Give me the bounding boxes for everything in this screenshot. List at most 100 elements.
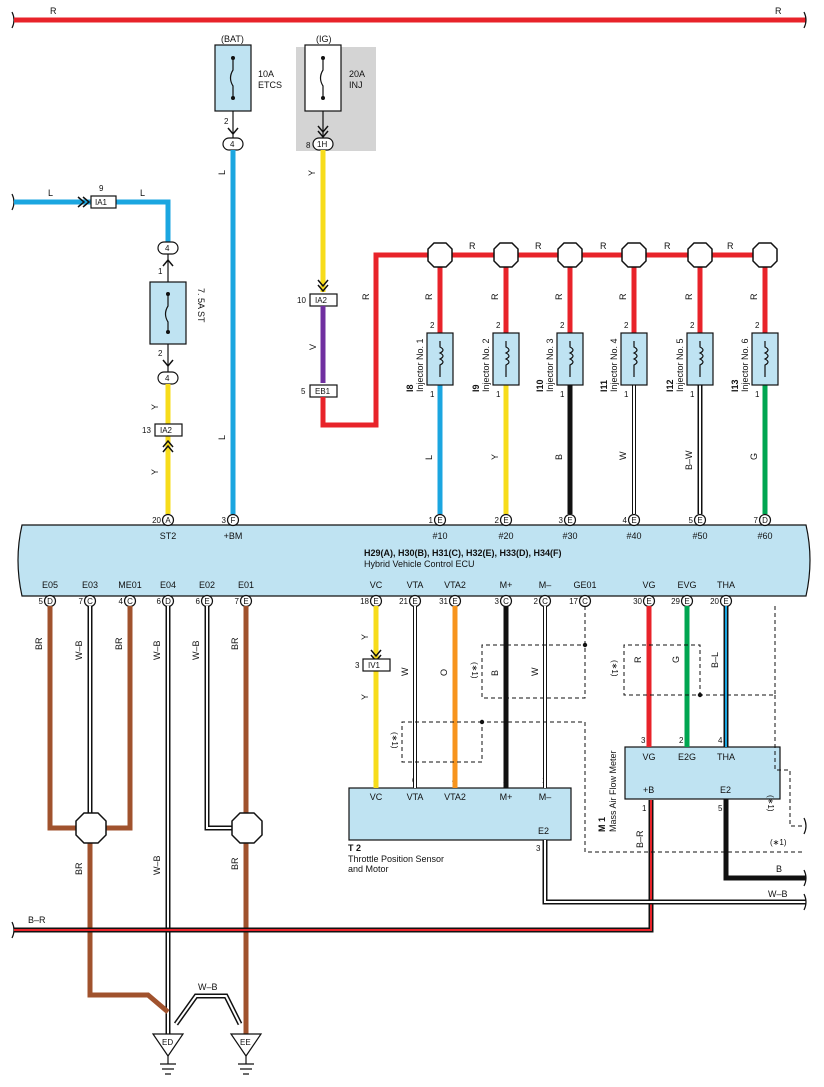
- top-bus-wire: [11, 11, 15, 29]
- ecu-terminal-label: GE01: [573, 580, 596, 590]
- pin-number: 6: [196, 597, 201, 606]
- connector-label: 1H: [317, 140, 327, 149]
- fuse-symbol: [319, 58, 324, 98]
- ground-icon: [238, 1056, 254, 1075]
- shield-line: [774, 695, 805, 827]
- pin-number: 1: [624, 390, 629, 399]
- connector-letter: E: [437, 516, 442, 525]
- throttle-name: and Motor: [348, 864, 389, 874]
- wire-color-label: B: [490, 670, 500, 676]
- wire-color-label: L: [424, 455, 434, 460]
- pin-number: 21: [399, 597, 408, 606]
- connector-pin: [627, 513, 641, 527]
- throttle-terminal-label: M–: [539, 792, 552, 802]
- pin-number: 4: [119, 597, 124, 606]
- me01-wire: [103, 606, 133, 831]
- ecu-terminal-label: M+: [500, 580, 513, 590]
- ecu-terminal-label: EVG: [677, 580, 696, 590]
- pin-number: 2: [496, 321, 501, 330]
- arrow-icon: [162, 359, 174, 368]
- shield-label: (∗1): [766, 795, 775, 812]
- ecu-terminal-label: VTA: [407, 580, 424, 590]
- wire-color-label: R: [749, 293, 759, 300]
- pin-number: 3: [222, 516, 227, 525]
- pin-number: 9: [99, 184, 104, 193]
- fuse-symbol: [164, 294, 169, 332]
- shield-line: [401, 721, 805, 853]
- throttle-terminal-label: VTA2: [444, 792, 466, 802]
- connector-letter: E: [452, 597, 457, 606]
- ecu-terminal-label: THA: [717, 580, 735, 590]
- ground-icon: [160, 1056, 176, 1075]
- ecu-title: H29(A), H30(B), H31(C), H32(E), H33(D), …: [364, 548, 562, 558]
- wire-color-label: B–R: [28, 915, 46, 925]
- connector-letter: D: [165, 597, 171, 606]
- ground-label: EE: [240, 1038, 251, 1047]
- pin-number: 2: [495, 516, 500, 525]
- connector-letter: E: [684, 597, 689, 606]
- pin-number: 6: [157, 597, 162, 606]
- pin-number: 2: [624, 321, 629, 330]
- pin-number: 2: [534, 597, 539, 606]
- pin-number: 13: [142, 426, 151, 435]
- ecu-terminal-label: E02: [199, 580, 215, 590]
- connector-letter: E: [631, 516, 636, 525]
- shield-node: [479, 719, 485, 725]
- shield-label: (∗1): [610, 660, 619, 677]
- injector-name: Injector No. 4: [609, 338, 619, 392]
- coil-icon: [698, 341, 704, 377]
- pin-number: 20: [152, 516, 161, 525]
- wire-color-label: B–R: [635, 830, 645, 848]
- shield-line: [481, 606, 586, 699]
- connector-letter: C: [542, 597, 548, 606]
- connector-ia1: [90, 195, 117, 209]
- pin-number: 7: [79, 597, 84, 606]
- pin-number: 1: [158, 267, 163, 276]
- ig-fuse-amp: 20A: [349, 69, 365, 79]
- pin-number: 2: [158, 349, 163, 358]
- coil-icon: [632, 341, 638, 377]
- connector-pin: [499, 513, 513, 527]
- splice-junction: [752, 242, 778, 268]
- connector-label: IA2: [315, 296, 328, 305]
- shield-line: [623, 606, 776, 696]
- st-fuse: [149, 281, 187, 345]
- pin-number: 2: [690, 321, 695, 330]
- wire-color-label: R: [727, 241, 734, 251]
- connector-label: EB1: [315, 387, 331, 396]
- wire-color-label: R: [664, 241, 671, 251]
- connector-pin: [433, 513, 447, 527]
- maf-terminal-label: VG: [642, 752, 655, 762]
- pin-number: 20: [710, 597, 719, 606]
- wire-color-label: R: [424, 293, 434, 300]
- connector-pin: [226, 513, 240, 527]
- wire-color-label: W–B: [74, 640, 84, 660]
- ig-fuse-name: INJ: [349, 80, 363, 90]
- shield-node: [582, 642, 588, 648]
- throttle-terminal-label: VC: [370, 792, 383, 802]
- injector-code: I9: [471, 384, 481, 392]
- fuse-terminal: [166, 292, 170, 296]
- wire-break: [11, 921, 15, 939]
- shield-node: [697, 692, 703, 698]
- maf-terminal-label: THA: [717, 752, 735, 762]
- wire-color-label: Y: [150, 404, 160, 410]
- wire-color-label: R: [361, 293, 371, 300]
- wire-break: [11, 193, 15, 211]
- wire-color-label: R: [775, 6, 782, 16]
- double-arrow-icon: [317, 125, 329, 139]
- arrow-icon: [227, 127, 239, 136]
- fuse-terminal: [166, 330, 170, 334]
- wire-color-label: R: [600, 241, 607, 251]
- ecu-terminal-label: E01: [238, 580, 254, 590]
- ecu-terminal-label: ME01: [118, 580, 142, 590]
- pin-number: 1: [642, 804, 647, 813]
- wire-break: [803, 869, 807, 887]
- injector-code: I10: [535, 379, 545, 392]
- double-arrow-icon: [317, 279, 329, 293]
- ecu-terminal-label: VC: [370, 580, 383, 590]
- pin-number: 7: [754, 516, 759, 525]
- injector-code: I13: [730, 379, 740, 392]
- connector-letter: E: [204, 597, 209, 606]
